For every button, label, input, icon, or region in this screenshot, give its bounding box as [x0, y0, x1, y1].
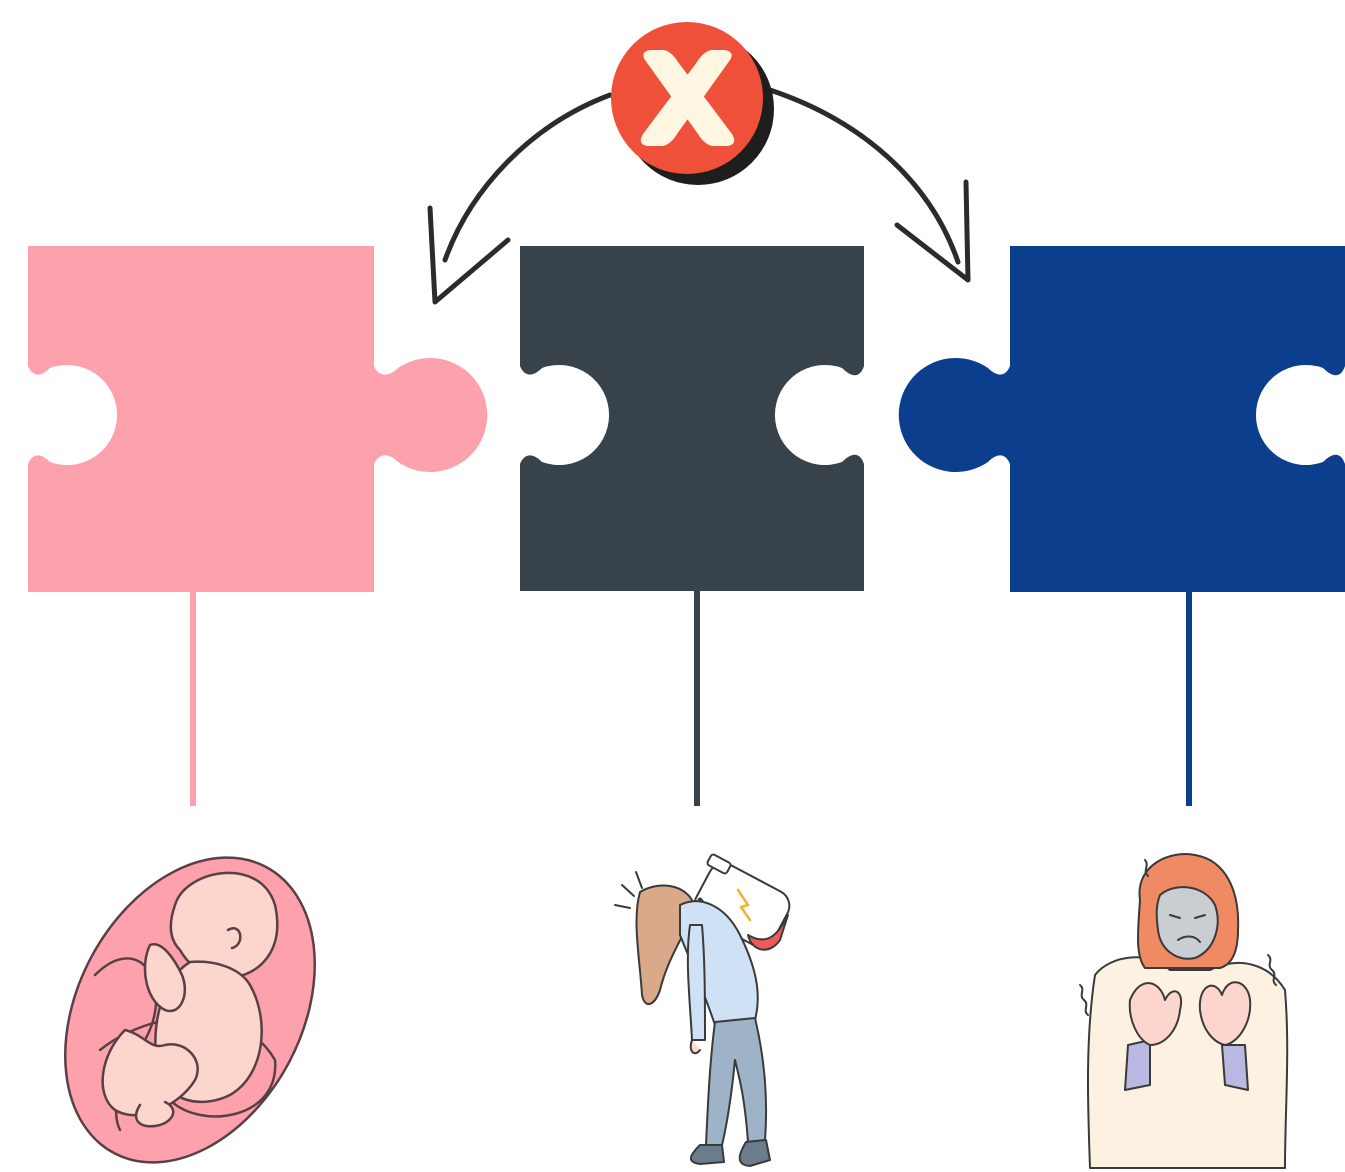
- fetus-in-womb-icon: [15, 814, 365, 1172]
- puzzle-piece-navy: [899, 246, 1345, 592]
- puzzle-piece-charcoal: [520, 246, 864, 591]
- puzzle-piece-pink: [28, 246, 487, 592]
- shivering-woman-in-blanket-icon: [1080, 854, 1287, 1168]
- exhausted-woman-low-battery-icon: [615, 854, 795, 1166]
- x-badge: [611, 22, 774, 185]
